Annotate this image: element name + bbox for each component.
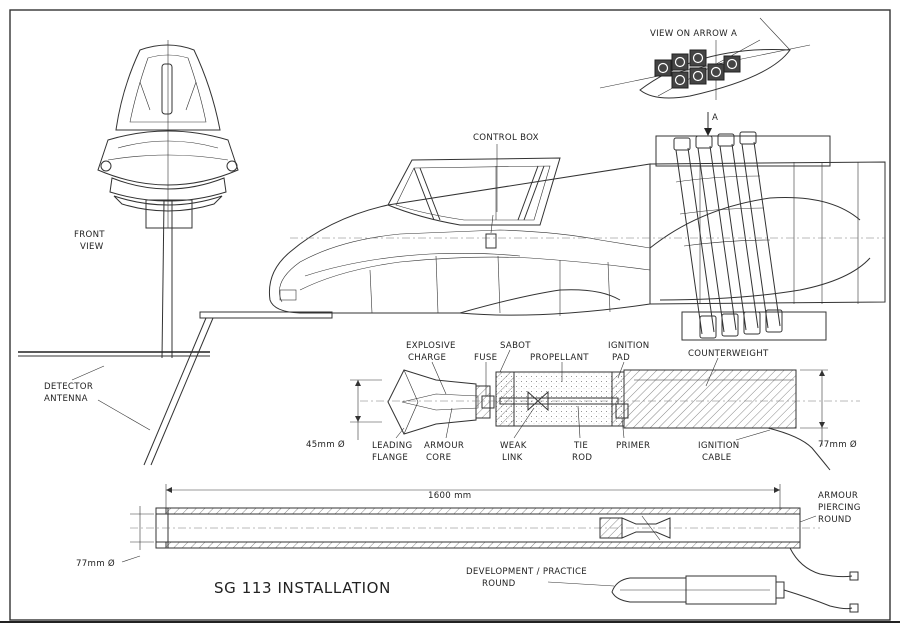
drawing-border <box>9 9 891 621</box>
armour-piercing-round-label-line2: PIERCING <box>818 503 861 513</box>
arrow-a-label: A <box>712 113 718 123</box>
length-1600-label: 1600 mm <box>428 491 471 501</box>
front-view-label-line2: VIEW <box>80 242 104 252</box>
dia-77-right-label: 77mm Ø <box>818 439 857 450</box>
dia-45-label: 45mm Ø <box>306 439 345 450</box>
drawing-title: SG 113 INSTALLATION <box>214 579 391 597</box>
weak-link-label-line2: LINK <box>502 453 523 463</box>
armour-core-label-line1: ARMOUR <box>424 441 464 451</box>
armour-piercing-round-section: 45mm Ø 77mm Ø <box>306 369 860 471</box>
front-view: FRONT VIEW <box>74 40 239 359</box>
dia-77-left-label: 77mm Ø <box>76 558 115 569</box>
aircraft-fuselage: CONTROL BOX <box>268 131 886 341</box>
armour-piercing-round-label-line1: ARMOUR <box>818 491 858 501</box>
propellant-label: PROPELLANT <box>530 353 589 363</box>
explosive-charge-label-line1: EXPLOSIVE <box>406 341 456 351</box>
tie-rod-label-line1: TIE <box>573 441 588 451</box>
front-view-label-line1: FRONT <box>74 230 105 240</box>
sabot-label: SABOT <box>500 341 531 351</box>
primer-label: PRIMER <box>616 441 650 451</box>
arrow-a-indicator: A <box>704 112 718 136</box>
armour-piercing-round-label-line3: ROUND <box>818 515 852 525</box>
development-round-label-line1: DEVELOPMENT / PRACTICE <box>466 567 587 577</box>
development-practice-round: DEVELOPMENT / PRACTICE ROUND <box>466 567 859 613</box>
leading-flange-label-line1: LEADING <box>372 441 412 451</box>
round-section-labels: EXPLOSIVE CHARGE FUSE SABOT PROPELLANT I… <box>372 341 771 463</box>
view-on-arrow-a-label: VIEW ON ARROW A <box>650 29 737 39</box>
launch-tube: 1600 mm 77mm Ø ARMOUR PIERCING ROUND <box>76 484 861 581</box>
control-box-label: CONTROL BOX <box>473 133 539 143</box>
counterweight-label: COUNTERWEIGHT <box>688 349 769 359</box>
detector-antenna: DETECTOR ANTENNA <box>18 311 333 466</box>
ignition-cable-label-line2: CABLE <box>702 453 732 463</box>
explosive-charge-label-line2: CHARGE <box>408 353 446 363</box>
leading-flange-label-line2: FLANGE <box>372 453 408 463</box>
view-on-arrow-a: VIEW ON ARROW A <box>599 17 811 100</box>
tie-rod-label-line2: ROD <box>572 453 592 463</box>
ignition-pad-label-line2: PAD <box>612 353 630 363</box>
development-round-label-line2: ROUND <box>482 579 516 589</box>
detector-antenna-label-line1: DETECTOR <box>44 382 93 392</box>
ignition-cable-label-line1: IGNITION <box>698 441 740 451</box>
weak-link-label-line1: WEAK <box>500 441 527 451</box>
fuse-label: FUSE <box>474 353 497 363</box>
armour-core-label-line2: CORE <box>426 453 451 463</box>
ignition-pad-label-line1: IGNITION <box>608 341 650 351</box>
detector-antenna-label-line2: ANTENNA <box>44 394 88 404</box>
